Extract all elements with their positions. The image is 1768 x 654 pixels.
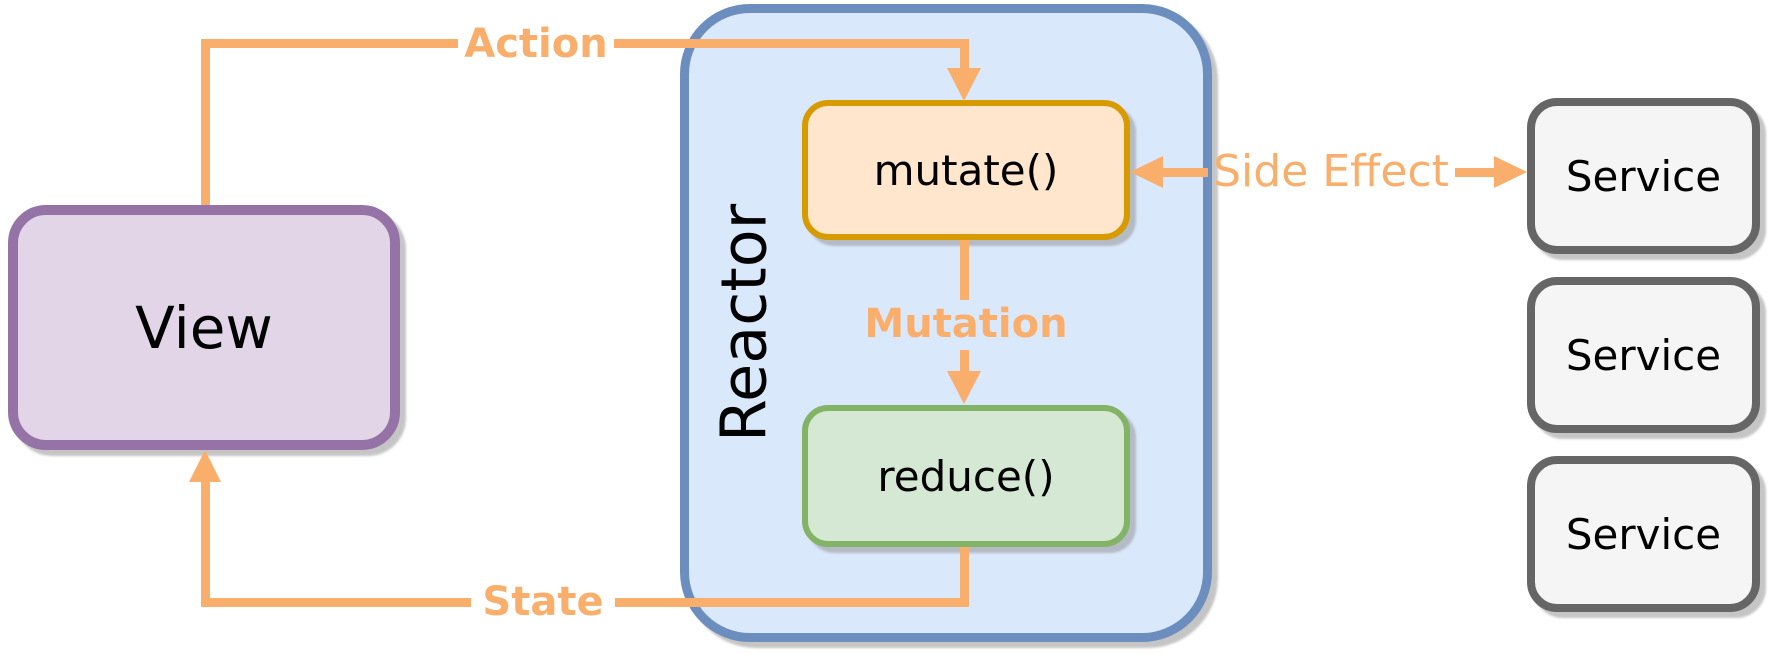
mutation-arrow-segment <box>960 350 969 372</box>
side-effect-arrowhead-right-icon <box>1494 156 1527 188</box>
state-arrow-segment <box>201 598 471 607</box>
view-node-label: View <box>135 293 273 362</box>
state-arrow-segment <box>201 480 210 607</box>
mutate-node-label: mutate() <box>873 145 1059 195</box>
reduce-node: reduce() <box>802 405 1130 547</box>
state-arrow-segment <box>615 598 969 607</box>
service-node-2: Service <box>1527 277 1760 433</box>
action-arrow-segment <box>201 39 210 205</box>
side-effect-arrowhead-left-icon <box>1130 156 1163 188</box>
state-arrowhead-icon <box>189 450 221 482</box>
mutation-arrowhead-icon <box>947 371 981 404</box>
service-node-2-label: Service <box>1565 330 1722 380</box>
service-node-3: Service <box>1527 456 1760 612</box>
view-node: View <box>8 205 400 450</box>
side-effect-arrow-segment <box>1161 168 1208 177</box>
reduce-node-label: reduce() <box>877 451 1055 501</box>
mutation-arrow-segment <box>960 240 969 300</box>
service-node-1: Service <box>1527 98 1760 254</box>
side-effect-edge-label: Side Effect <box>1213 146 1449 197</box>
action-arrowhead-icon <box>947 68 981 101</box>
reactor-label: Reactor <box>707 203 781 443</box>
action-edge-label: Action <box>464 21 608 67</box>
state-arrow-segment <box>960 547 969 607</box>
service-node-1-label: Service <box>1565 151 1722 201</box>
action-arrow-segment <box>201 39 458 48</box>
state-edge-label: State <box>482 579 604 625</box>
action-arrow-segment <box>614 39 969 48</box>
mutate-node: mutate() <box>802 100 1130 240</box>
mutation-edge-label: Mutation <box>864 301 1068 347</box>
service-node-3-label: Service <box>1565 509 1722 559</box>
action-arrow-segment <box>960 39 969 70</box>
side-effect-arrow-segment <box>1455 168 1497 177</box>
